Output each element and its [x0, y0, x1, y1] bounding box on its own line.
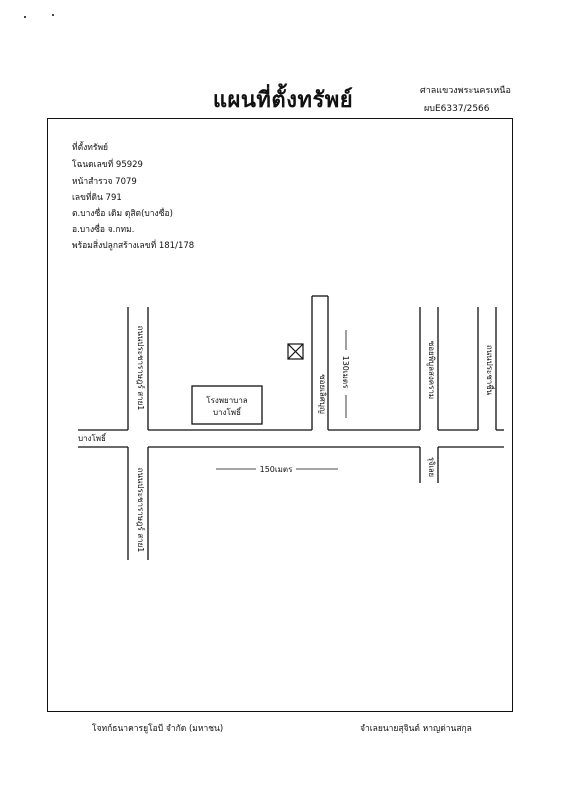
plaintiff: โจทก์ธนาคารยูโอบี จำกัด (มหาชน): [92, 724, 224, 734]
distance-horizontal: 150เมตร: [216, 465, 338, 474]
case-number: ผบE6337/2566: [424, 104, 490, 114]
defendant: จำเลยนายสุจินต์ หาญด่านสกุล: [360, 724, 472, 734]
soi-5-label: ถนนประชาชื่น: [485, 345, 496, 396]
soi-4-label: ซอยพิบูลสงคราม: [426, 341, 436, 399]
scan-speck: [52, 14, 54, 16]
court-name: ศาลแขวงพระนครเหนือ: [420, 86, 511, 96]
scan-speck: [24, 16, 26, 18]
distance-horizontal-label: 150เมตร: [260, 465, 293, 474]
soi-lower-right-label: รุจิเลย: [427, 457, 436, 477]
road-lines: [78, 295, 504, 560]
property-heading: ที่ตั้งทรัพย์: [72, 143, 109, 153]
building-number: พร้อมสิ่งปลูกสร้างเลขที่ 181/178: [72, 241, 195, 251]
main-road-label: บางโพธิ์: [78, 432, 107, 443]
survey-page: หน้าสำรวจ 7079: [72, 177, 137, 187]
distance-vertical-label: 130เมตร: [341, 356, 350, 389]
soi-upper-left-label: ถนนประชาราษฎร์ สาย1: [136, 326, 146, 411]
soi-lower-left-label: ถนนประชาราษฎร์ สาย1: [136, 468, 146, 553]
hospital-building: [191, 385, 263, 425]
soi-target-label: ซอยเลิศบุญ: [318, 374, 327, 414]
district: อ.บางซื่อ จ.กทม.: [72, 225, 135, 235]
land-number: เลขที่ดิน 791: [72, 193, 122, 203]
map-frame: [47, 118, 513, 712]
hospital-label-2: บางโพธิ์: [213, 406, 242, 417]
property-marker-icon: [287, 343, 304, 360]
distance-vertical: 130เมตร: [341, 330, 350, 418]
page-title: แผนที่ตั้งทรัพย์: [212, 88, 354, 113]
hospital-label-1: โรงพยาบาล: [206, 395, 248, 405]
subdistrict: ต.บางซื่อ เดิม ดุสิต(บางซื่อ): [72, 209, 173, 219]
title-deed: โฉนดเลขที่ 95929: [72, 160, 143, 170]
